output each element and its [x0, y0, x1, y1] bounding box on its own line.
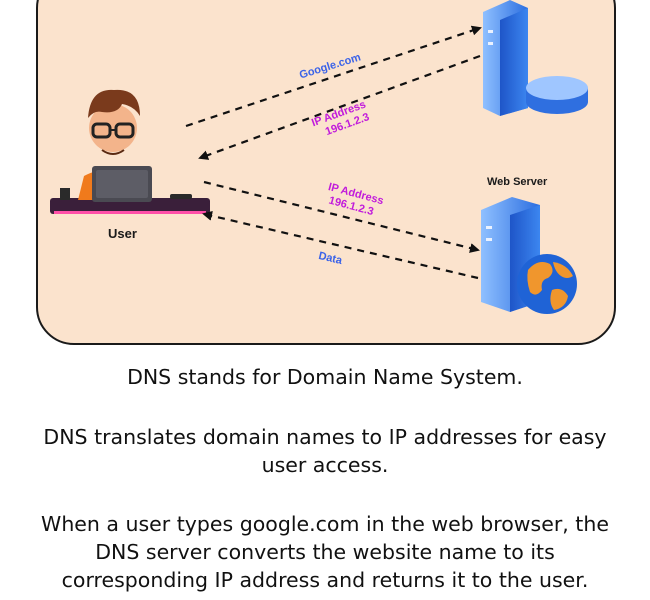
arrow-dns-to-user [198, 54, 481, 160]
label-user: User [108, 226, 137, 241]
text-dns-translation-line2: user access. [261, 453, 389, 477]
text-dns-process-line2: DNS server converts the website name to … [95, 540, 555, 564]
dns-diagram [50, 0, 588, 314]
label-web-server: Web Server [487, 176, 548, 188]
user-avatar [50, 89, 210, 214]
arrow-webserver-to-user [202, 210, 479, 280]
text-dns-process-line1: When a user types google.com in the web … [41, 512, 609, 536]
text-dns-translation-line1: DNS translates domain names to IP addres… [43, 425, 607, 449]
text-dns-definition: DNS stands for Domain Name System. [127, 365, 523, 389]
text-dns-process-line3: corresponding IP address and returns it … [61, 568, 589, 592]
web-server-icon [481, 197, 577, 314]
dns-server-icon [483, 0, 588, 116]
arrow-user-to-webserver [203, 180, 480, 253]
